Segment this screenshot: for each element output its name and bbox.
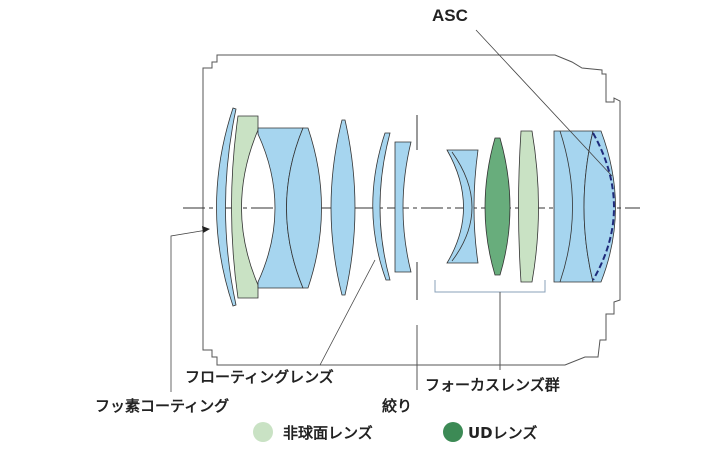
lens-element-11-inner (559, 130, 573, 283)
lens-element-6-floating (372, 132, 391, 281)
coating-leader (170, 229, 208, 392)
lens-element-9-ud (484, 137, 511, 276)
lens-element-8-inner (451, 151, 473, 262)
floating-leader (319, 259, 376, 366)
focus-group-label: フォーカスレンズ群 (425, 376, 560, 394)
aperture-label: 絞り (382, 397, 413, 415)
lens-element-7 (394, 141, 412, 273)
fluorine-coating-label: フッ素コーティング (95, 397, 230, 415)
lens-element-4 (286, 127, 322, 289)
lens-element-2-aspherical (231, 115, 259, 299)
ud-legend-swatch (443, 422, 463, 442)
lens-element-1 (216, 107, 237, 307)
asc-leader (475, 29, 613, 177)
asc-coating (592, 132, 615, 281)
lens-element-10-aspherical (518, 130, 539, 283)
lens-element-8 (446, 149, 479, 264)
coating-arrow (202, 226, 210, 233)
focus-group-bracket (434, 280, 546, 293)
asc-label: ASC (432, 6, 468, 25)
lens-barrel-outline (202, 54, 621, 366)
lens-element-12-asc (583, 130, 616, 283)
aspherical-legend-swatch (253, 422, 273, 442)
aspherical-legend-label: 非球面レンズ (283, 424, 373, 442)
floating-lens-label: フローティングレンズ (185, 368, 334, 386)
ud-legend-label: UDレンズ (468, 424, 538, 442)
lens-element-5 (330, 119, 356, 296)
